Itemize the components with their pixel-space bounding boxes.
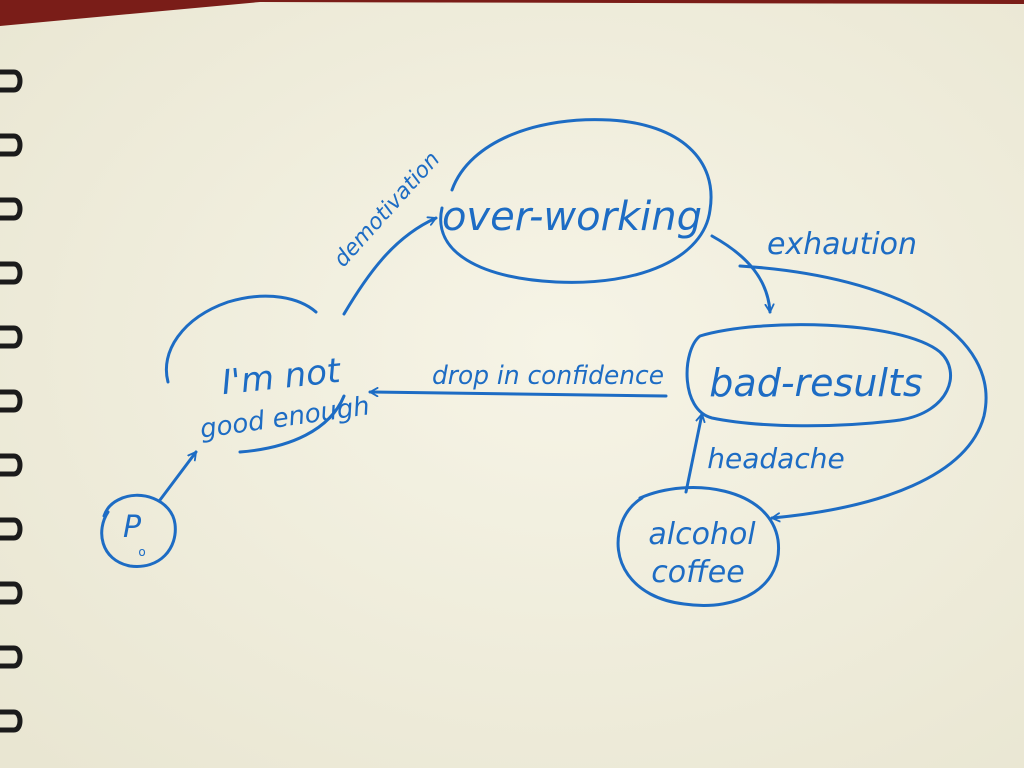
- spiral-ring: [0, 389, 23, 413]
- spiral-ring: [0, 517, 23, 541]
- bad-results-outline: [685, 323, 953, 428]
- node-alcohol-coffee: alcohol coffee: [616, 486, 781, 607]
- start-circle: [100, 493, 177, 568]
- alcohol-coffee-outline: [616, 486, 781, 607]
- edge-drop-in-confidence-arrow: [368, 392, 668, 398]
- spiral-ring: [0, 453, 23, 477]
- edge-headache-arrow: [684, 412, 702, 494]
- alcohol-coffee-line2: coffee: [651, 555, 744, 590]
- node-over-working: over-working: [439, 118, 713, 284]
- spiral-ring: [0, 133, 23, 157]
- spiral-ring: [0, 261, 23, 285]
- node-bad-results: bad-results: [685, 323, 953, 428]
- edge-exhaution-arrow: [710, 234, 770, 314]
- spiral-ring: [0, 325, 23, 349]
- spiral-binding: [0, 69, 23, 733]
- spiral-ring: [0, 69, 23, 93]
- top-edge-strip: [0, 0, 1024, 26]
- alcohol-coffee-line1: alcohol: [648, 517, 756, 552]
- start-label: P: [123, 510, 142, 545]
- spiral-ring: [0, 197, 23, 221]
- over-working-outline: [439, 118, 713, 284]
- node-not-good-enough-outline-top: [165, 294, 318, 384]
- start-sublabel: o: [138, 545, 145, 559]
- edge-exhaution-label: exhaution: [767, 227, 917, 262]
- edge-headache-label: headache: [707, 442, 844, 475]
- edge-drop-in-confidence-label: drop in confidence: [432, 361, 664, 391]
- bad-results-label: bad-results: [709, 361, 922, 405]
- over-working-label: over-working: [442, 194, 702, 240]
- spiral-ring: [0, 581, 23, 605]
- spiral-ring: [0, 709, 23, 733]
- edge-start-to-not-good-enough: [158, 450, 198, 502]
- node-not-good-enough-outline-bottom: [238, 394, 346, 454]
- node-start: P o: [100, 493, 177, 568]
- edge-demotivation-arrow: [342, 218, 438, 316]
- spiral-ring: [0, 645, 23, 669]
- edge-overworking-to-alcohol-coffee: [738, 264, 988, 518]
